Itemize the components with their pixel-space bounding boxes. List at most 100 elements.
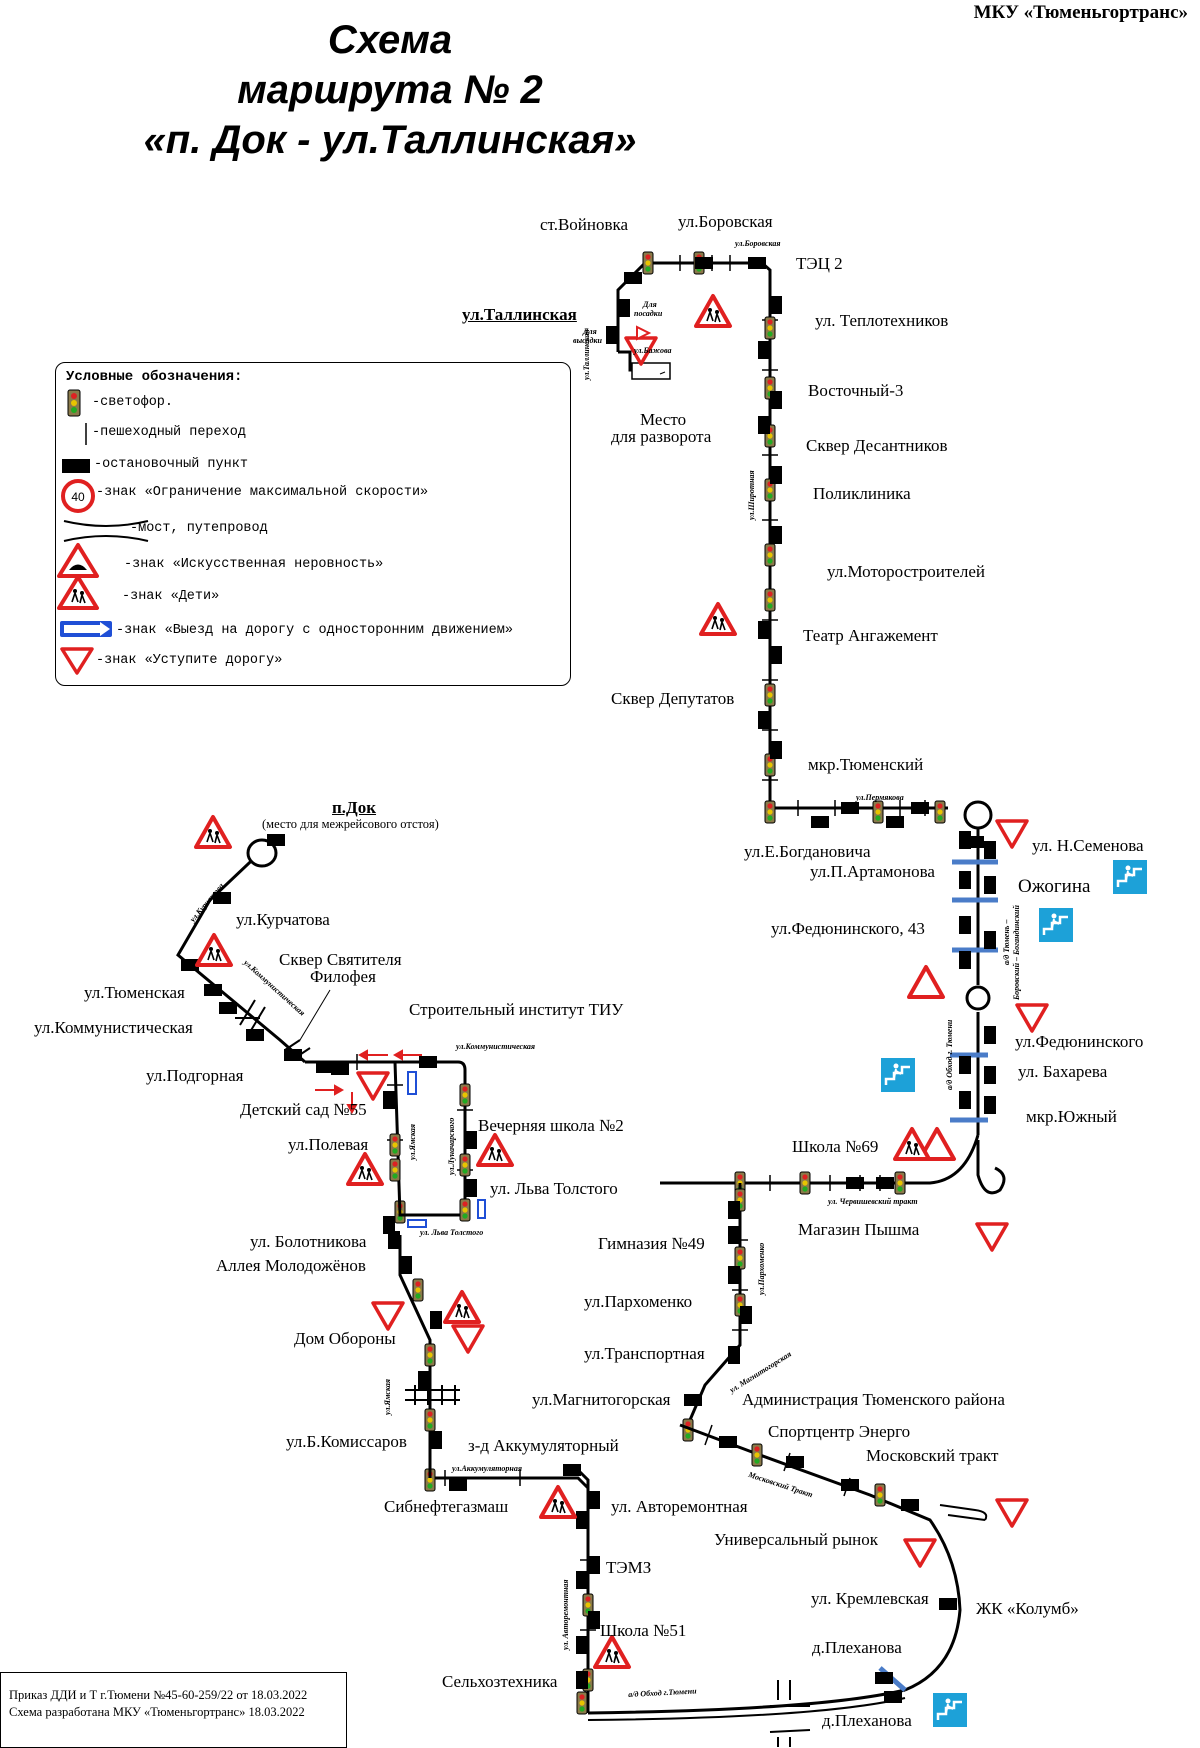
street-label-bazhova: ул.Бажова [634, 346, 672, 355]
stop-label-sibneftegazmash: Сибнефтегазмаш [384, 1497, 509, 1516]
stop-label-selkhoztekhnika: Сельхозтехника [442, 1672, 558, 1691]
stop-label-sportcenter: Спортцентр Энерго [768, 1422, 911, 1441]
street-label-akkumulyatornaya: ул.Аккумуляторная [452, 1464, 522, 1473]
stop-label-universalny-rynok: Универсальный рынок [714, 1530, 879, 1549]
stop-label-magnitogorskaya: ул.Магнитогорская [532, 1390, 671, 1409]
street-label-permyakova: ул.Пермякова [856, 793, 904, 802]
stop-label-gimnaziya49: Гимназия №49 [598, 1234, 705, 1253]
stop-label-skver-desantnikov: Сквер Десантников [806, 436, 948, 455]
stop-label-komissarov: ул.Б.Комиссаров [286, 1432, 407, 1451]
street-label-yamskaya-north: ул.Ямская [408, 1124, 417, 1160]
stop-label-artamonova: ул.П.Артамонова [810, 862, 935, 881]
stop-label-motorostroiteley: ул.Моторостроителей [827, 562, 985, 581]
stop-label-fedyuninskogo43: ул.Федюнинского, 43 [771, 919, 925, 938]
stop-label-skver-filofeya-1: Сквер Святителя [279, 950, 402, 969]
title-line-2: маршрута № 2 [237, 68, 543, 112]
stop-label-bolotnikova: ул. Болотникова [250, 1232, 367, 1251]
stop-label-plekhanova-1: д.Плеханова [812, 1638, 902, 1657]
stop-label-lva-tolstogo: ул. Льва Толстого [490, 1179, 618, 1198]
label-for-alighting-2: высадки [573, 336, 602, 345]
stop-label-administratsiya: Администрация Тюменского района [742, 1390, 1005, 1409]
stop-label-semenova: ул. Н.Семенова [1032, 836, 1144, 855]
stop-label-skver-deputatov: Сквер Депутатов [611, 689, 735, 708]
stop-label-kurchatova: ул.Курчатова [236, 910, 330, 929]
stop-label-zhk-kolumb: ЖК «Колумб» [976, 1599, 1079, 1618]
speed-bump-sign-icon [57, 543, 99, 578]
stop-label-alleya: Аллея Молодожёнов [216, 1256, 366, 1275]
street-label-kommunisticheskaya: ул.Коммунистическая [456, 1042, 536, 1051]
street-label-lva-tolstogo: ул. Льва Толстого [420, 1228, 484, 1237]
stop-label-teplotekhnikov: ул. Теплотехников [815, 311, 949, 330]
label-for-boarding-2: посадки [634, 309, 663, 318]
street-label-obkhod-1: а/д Тюмень – [1002, 919, 1011, 965]
street-label-shirotnaya: ул.Широтная [747, 470, 756, 520]
traffic-light-icon [67, 389, 81, 417]
p-dok-note: (место для межрейсового отстоя) [262, 817, 439, 831]
speed-limit-value: 40 [71, 490, 85, 504]
stop-label-stroitelny: Строительный институт ТИУ [409, 1000, 624, 1019]
street-label-obkhod-vertical: а/д Обход г. Тюмени [945, 1019, 954, 1090]
stop-label-borovskaya: ул.Боровская [678, 212, 773, 231]
stop-label-akkumulyatorny: з-д Аккумуляторный [468, 1436, 619, 1455]
footer-line-1: Приказ ДДИ и Т г.Тюмени №45-60-259/22 от… [9, 1688, 308, 1702]
stop-label-skver-filofeya-2: Филофея [310, 967, 376, 986]
footer-box: Приказ ДДИ и Т г.Тюмени №45-60-259/22 от… [0, 1672, 347, 1748]
legend-item-one-way-exit: -знак «Выезд на дорогу с односторонним д… [116, 623, 513, 638]
stop-label-temz: ТЭМЗ [606, 1558, 652, 1577]
stop-label-parkhomenko: ул.Пархоменко [584, 1292, 693, 1311]
legend-item-yield: -знак «Уступите дорогу» [96, 653, 283, 668]
turnaround-label-2: для разворота [611, 427, 712, 446]
legend-item-children: -знак «Дети» [122, 589, 220, 604]
legend-item-bridge: -мост, путепровод [130, 521, 268, 536]
legend-item-crosswalk: -пешеходный переход [92, 425, 246, 440]
stop-label-transportnaya: ул.Транспортная [584, 1344, 705, 1363]
stop-label-tyumenskaya: ул.Тюменская [84, 983, 185, 1002]
stop-label-vechernyaya-shkola: Вечерняя школа №2 [478, 1116, 624, 1135]
organization-name: МКУ «Тюменьгортранс» [973, 2, 1188, 23]
stop-label-poliklinika: Поликлиника [813, 484, 911, 503]
legend-box: Условные обозначения: 40 -светофор. -пеш… [55, 362, 571, 686]
legend-item-traffic-light: -светофор. [92, 395, 174, 410]
stop-label-shkola69: Школа №69 [792, 1137, 879, 1156]
stop-label-voynovka: ст.Войновка [540, 215, 629, 234]
street-label-tallinskaya: ул.Таллинская [582, 329, 591, 380]
yield-sign-icon [60, 647, 94, 675]
stop-label-detsky-sad: Детский сад №55 [240, 1100, 367, 1119]
stop-label-kremlevskaya: ул. Кремлевская [811, 1589, 929, 1608]
stop-label-bogdanovicha: ул.Е.Богдановича [744, 842, 871, 861]
children-sign-icon [57, 575, 99, 610]
legend-item-speed-limit: -знак «Ограничение максимальной скорости… [96, 485, 429, 500]
stop-label-bakhareva: ул. Бахарева [1018, 1062, 1108, 1081]
street-label-obkhod-2: Боровский – Богандинский [1012, 905, 1021, 1000]
stop-label-podgornaya: ул.Подгорная [146, 1066, 244, 1085]
stop-label-avtoremontnaya: ул. Авторемонтная [611, 1497, 748, 1516]
street-label-parkhomenko: ул.Пархоменко [757, 1242, 766, 1295]
street-label-avtoremontnaya: ул. Авторемонтная [561, 1579, 570, 1650]
title-line-3: «п. Док - ул.Таллинская» [143, 118, 637, 162]
street-label-yamskaya-south: ул.Ямская [383, 1379, 392, 1415]
stop-label-tallinskaya: ул.Таллинская [462, 305, 577, 324]
stop-label-plekhanova-2: д.Плеханова [822, 1711, 912, 1730]
stop-label-magazin-pyshma: Магазин Пышма [798, 1220, 920, 1239]
stop-label-teatr: Театр Ангажемент [803, 626, 938, 645]
street-label-borovskaya: ул.Боровская [735, 239, 781, 248]
street-label-lunacharskogo: ул.Луначарского [447, 1117, 456, 1175]
stop-label-polevaya: ул.Полевая [288, 1135, 369, 1154]
stop-label-dom-oborony: Дом Обороны [294, 1329, 396, 1348]
stop-label-vostochny3: Восточный-3 [808, 381, 904, 400]
street-label-chervishevsky: ул. Червишевский тракт [828, 1197, 918, 1206]
title-line-1: Схема [327, 18, 453, 62]
one-way-exit-sign-icon [60, 621, 112, 637]
bridge-icon [63, 520, 149, 542]
stop-label-ozhogina: Ожогина [1018, 876, 1091, 897]
turnaround-label-1: Место [640, 410, 687, 429]
legend-title: Условные обозначения: [66, 369, 243, 385]
stop-label-moskovsky-trakt: Московский тракт [866, 1446, 999, 1465]
legend-item-speed-bump: -знак «Искусственная неровность» [124, 557, 384, 572]
bus-stop-icon [62, 459, 90, 473]
label-for-boarding-1: Для [643, 300, 657, 309]
stop-label-tets2: ТЭЦ 2 [796, 254, 843, 273]
footer-line-2: Схема разработана МКУ «Тюменьгортранс» 1… [9, 1705, 305, 1719]
stop-label-mkr-yuzhny: мкр.Южный [1026, 1107, 1117, 1126]
